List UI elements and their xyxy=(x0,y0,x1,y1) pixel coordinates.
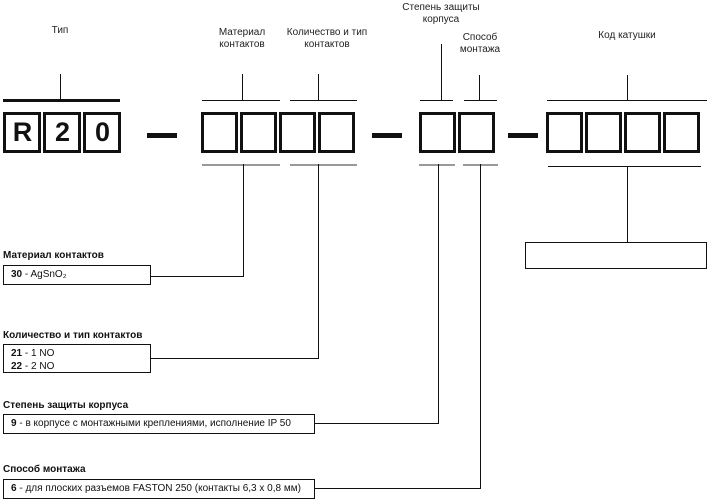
code-cell-empty xyxy=(419,112,456,153)
connector-protection-vertical xyxy=(438,164,439,423)
connector-material-horizontal xyxy=(151,276,244,277)
overline-protection-cell xyxy=(420,100,453,101)
connector-mounting-horizontal xyxy=(315,488,481,489)
label-type: Тип xyxy=(51,25,69,36)
heading-material: Материал контактов xyxy=(3,250,104,261)
connector-qty-vertical xyxy=(318,164,319,358)
underline-coil-cells xyxy=(548,166,701,167)
code-cell-empty xyxy=(624,112,661,153)
label-mounting: Способ монтажа xyxy=(459,32,501,55)
code-cell-empty xyxy=(279,112,316,153)
heading-mounting: Способ монтажа xyxy=(3,464,86,475)
connector-material-vertical xyxy=(243,164,244,276)
protection-value-box: 9 - в корпусе с монтажными креплениями, … xyxy=(3,414,315,434)
overline-type-box xyxy=(3,99,120,102)
tick-contact-material xyxy=(242,74,243,100)
connector-qty-horizontal xyxy=(151,358,319,359)
label-protection: Степень защиты корпуса xyxy=(402,2,480,25)
code-cell-type-3: 0 xyxy=(83,112,121,153)
code-cell-empty xyxy=(318,112,355,153)
code-cell-type-2: 2 xyxy=(43,112,81,153)
mounting-value-box: 6 - для плоских разъемов FASTON 250 (кон… xyxy=(3,479,315,499)
overline-material-cells xyxy=(202,100,280,101)
underline-protection-cell xyxy=(419,164,455,166)
separator-dash xyxy=(508,133,538,138)
underline-material-cells xyxy=(202,164,280,166)
code-cell-empty xyxy=(458,112,495,153)
mounting-item: 6 - для плоских разъемов FASTON 250 (кон… xyxy=(11,483,301,494)
code-cell-type-1: R xyxy=(3,112,41,153)
material-qty-code-box xyxy=(201,112,355,153)
heading-protection: Степень защиты корпуса xyxy=(3,400,129,411)
contacts-value-box: 21 - 1 NO 22 - 2 NO xyxy=(3,344,151,373)
material-value-box: 30 - AgSnO₂ xyxy=(3,265,151,285)
code-cell-empty xyxy=(240,112,277,153)
label-contact-material: Материал контактов xyxy=(218,27,266,50)
tick-mounting xyxy=(479,75,480,100)
connector-coil-vertical xyxy=(627,166,628,242)
connector-mounting-vertical xyxy=(480,164,481,488)
tick-coil-code xyxy=(627,75,628,100)
separator-dash xyxy=(147,133,177,138)
overline-mounting-cell xyxy=(464,100,497,101)
overline-qty-cells xyxy=(290,100,357,101)
underline-qty-cells xyxy=(290,164,357,166)
separator-dash xyxy=(372,133,402,138)
code-cell-empty xyxy=(585,112,622,153)
heading-contacts: Количество и тип контактов xyxy=(3,330,143,341)
code-cell-empty xyxy=(663,112,700,153)
code-cell-empty xyxy=(201,112,238,153)
tick-type xyxy=(60,74,61,100)
connector-protection-horizontal xyxy=(315,423,439,424)
protection-mounting-code-box xyxy=(419,112,495,153)
material-item: 30 - AgSnO₂ xyxy=(11,269,67,280)
label-coil-code: Код катушки xyxy=(598,30,656,41)
tick-protection xyxy=(441,44,442,100)
label-contact-qty: Количество и тип контактов xyxy=(286,27,368,50)
tick-contact-qty xyxy=(318,74,319,100)
coil-code-value-box xyxy=(525,242,707,269)
code-cell-empty xyxy=(546,112,583,153)
contacts-item: 21 - 1 NO xyxy=(11,348,55,359)
coil-code-box xyxy=(546,112,700,153)
protection-item: 9 - в корпусе с монтажными креплениями, … xyxy=(11,418,291,429)
contacts-item: 22 - 2 NO xyxy=(11,361,55,372)
type-code-box: R 2 0 xyxy=(3,112,121,153)
overline-coil-cells xyxy=(547,100,707,101)
